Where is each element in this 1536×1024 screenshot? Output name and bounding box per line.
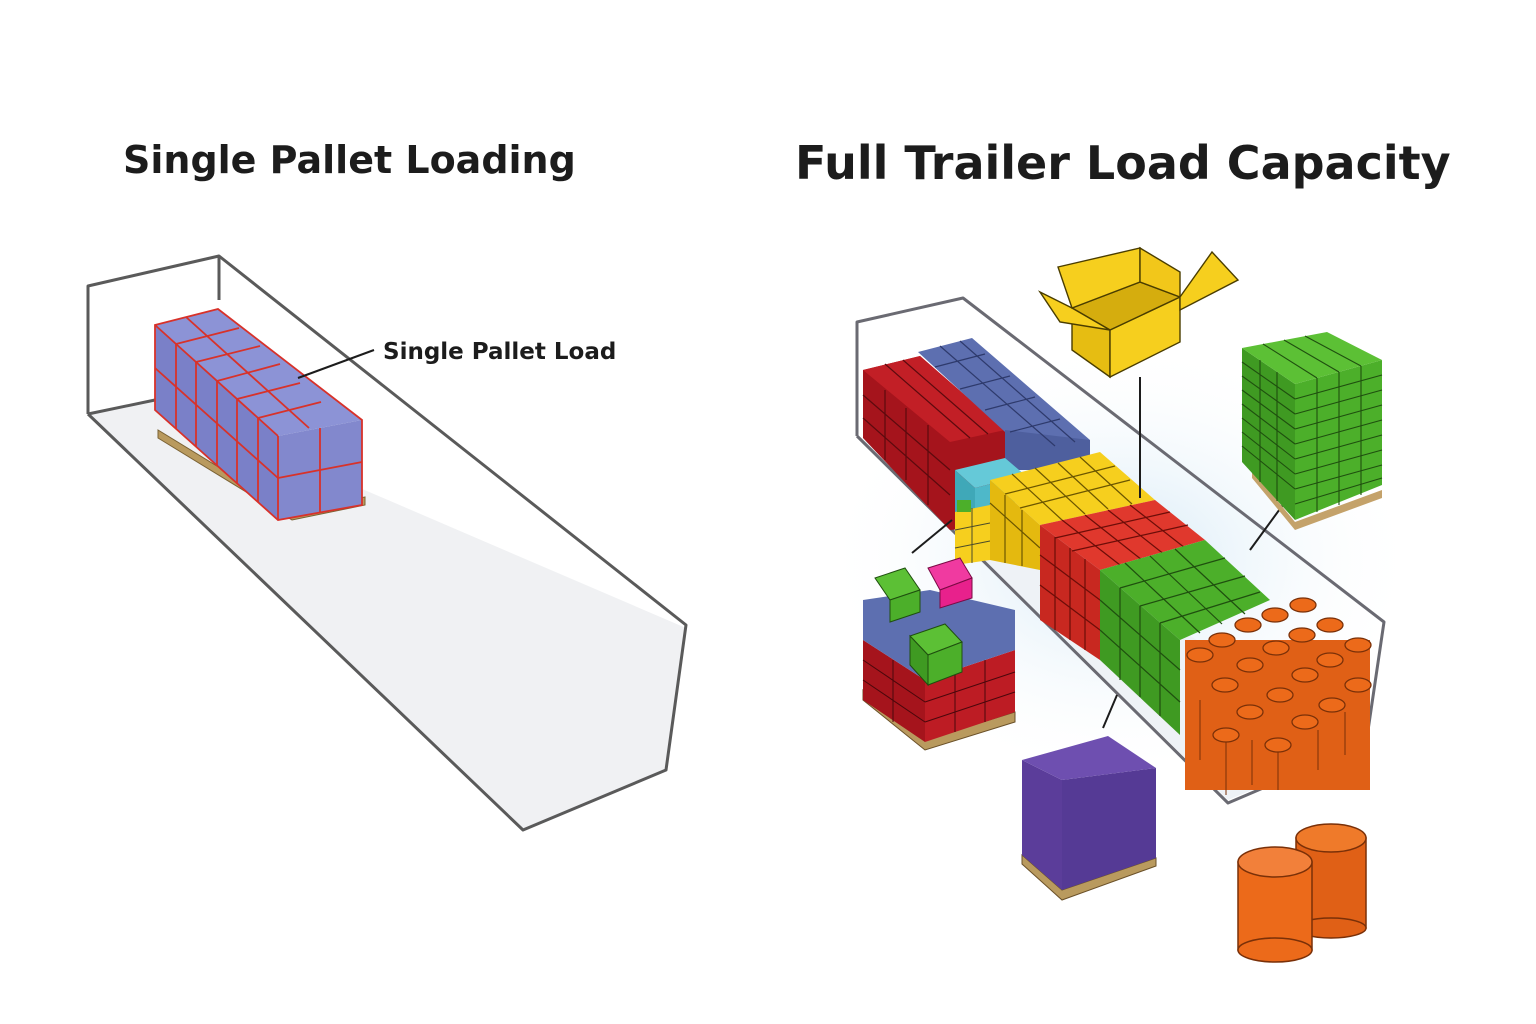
empty-trailer-left [86,254,688,832]
single-pallet-load: Single Pallet Load [154,308,616,521]
full-trailer-load-capacity-title: Full Trailer Load Capacity [795,136,1451,190]
callout-leader-line [297,349,375,379]
green-carton-pallet [1241,332,1383,530]
single-pallet-loading-title: Single Pallet Loading [123,138,576,182]
single-pallet-load-label: Single Pallet Load [383,339,616,365]
purple-box-pallet [1021,736,1157,901]
orange-drum-cluster [1185,597,1372,795]
yellow-cargo-block [989,452,1155,570]
orange-drums-pair [1237,823,1367,963]
open-yellow-box [1037,246,1240,379]
red-cargo-block [1039,500,1205,660]
trailer-floor [88,400,686,830]
small-mixed-cartons [954,500,991,565]
pallet-base [157,429,366,521]
mixed-carton-pallet [862,557,1016,751]
green-cargo-block [1099,540,1270,735]
